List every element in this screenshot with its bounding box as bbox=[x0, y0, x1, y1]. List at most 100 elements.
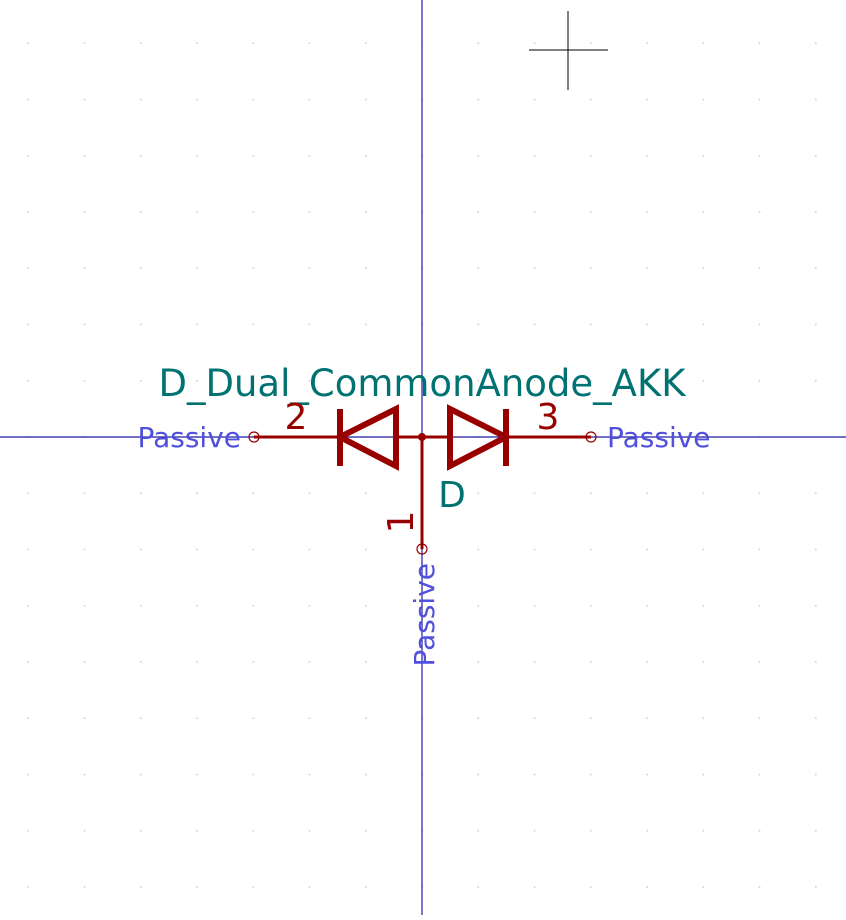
diode-body[interactable] bbox=[333, 404, 513, 471]
grid-dot bbox=[308, 548, 311, 551]
grid-dot bbox=[589, 323, 592, 326]
grid-dot bbox=[646, 211, 648, 213]
grid-dot bbox=[758, 492, 761, 495]
grid-dot bbox=[252, 492, 255, 495]
grid-dot bbox=[758, 773, 761, 776]
grid-dot bbox=[589, 661, 592, 663]
symbol-name[interactable]: D_Dual_CommonAnode_AKK bbox=[158, 362, 687, 405]
grid-dot bbox=[589, 492, 592, 495]
grid-dot bbox=[27, 323, 30, 326]
grid-dot bbox=[139, 886, 142, 888]
grid-dot bbox=[646, 717, 648, 720]
pin-2-number: 2 bbox=[285, 397, 308, 438]
grid-dot bbox=[589, 548, 592, 551]
grid-dot bbox=[139, 98, 142, 101]
grid-dot bbox=[139, 211, 142, 213]
grid-dot bbox=[27, 548, 30, 551]
grid-dot bbox=[646, 323, 648, 326]
grid-dot bbox=[814, 492, 817, 495]
grid-dot bbox=[308, 829, 311, 832]
grid-dot bbox=[814, 661, 817, 663]
grid-dot bbox=[364, 604, 367, 607]
grid-dot bbox=[83, 154, 86, 157]
grid-dot bbox=[252, 267, 255, 270]
grid-dot bbox=[702, 548, 705, 551]
grid-dot bbox=[364, 379, 367, 382]
grid-dot bbox=[477, 604, 480, 607]
grid-dot bbox=[308, 717, 311, 720]
grid-dot bbox=[252, 379, 255, 382]
grid-dot bbox=[196, 98, 198, 101]
grid-dot bbox=[139, 661, 142, 663]
grid-dot bbox=[252, 98, 255, 101]
grid-dot bbox=[702, 829, 705, 832]
pin-2-endpoint bbox=[248, 431, 260, 443]
pin-1[interactable]: 1 Passive bbox=[381, 437, 441, 667]
pin-3-endpoint bbox=[585, 431, 597, 443]
grid-dot bbox=[364, 717, 367, 720]
grid-dot bbox=[252, 661, 255, 663]
grid-dot bbox=[477, 829, 480, 832]
grid-dot bbox=[139, 829, 142, 832]
grid-dot bbox=[139, 323, 142, 326]
grid-dot bbox=[589, 42, 592, 45]
grid-dot bbox=[758, 379, 761, 382]
grid-dot bbox=[758, 717, 761, 720]
grid-dot bbox=[27, 773, 30, 776]
grid-dot bbox=[364, 548, 367, 551]
grid-dot bbox=[814, 886, 817, 888]
grid-dot bbox=[702, 492, 705, 495]
grid-dot bbox=[196, 661, 198, 663]
grid-dot bbox=[589, 154, 592, 157]
grid-dot bbox=[533, 42, 536, 45]
pin-3[interactable]: 3 Passive bbox=[506, 397, 711, 454]
grid-dot bbox=[139, 267, 142, 270]
grid-dot bbox=[252, 42, 255, 45]
grid-dot bbox=[477, 42, 480, 45]
grid-dot bbox=[27, 211, 30, 213]
pin-2-type: Passive bbox=[137, 421, 241, 454]
grid-dot bbox=[533, 154, 536, 157]
grid-dot bbox=[758, 886, 761, 888]
grid-dot bbox=[308, 267, 311, 270]
grid-dot bbox=[702, 42, 705, 45]
pin-2[interactable]: 2 Passive bbox=[137, 397, 340, 454]
reference-designator[interactable]: D bbox=[438, 475, 466, 516]
crosshair-cursor bbox=[529, 11, 608, 90]
grid-dot bbox=[533, 548, 536, 551]
grid-dot bbox=[139, 717, 142, 720]
grid-dot bbox=[589, 98, 592, 101]
grid-dot bbox=[308, 886, 311, 888]
grid-dot bbox=[702, 773, 705, 776]
grid-dot bbox=[83, 267, 86, 270]
grid-dot bbox=[533, 604, 536, 607]
grid-dot bbox=[83, 548, 86, 551]
grid-dot bbox=[364, 42, 367, 45]
grid-dot bbox=[702, 717, 705, 720]
grid-dot bbox=[589, 267, 592, 270]
grid-dot bbox=[814, 548, 817, 551]
grid-dot bbox=[83, 211, 86, 213]
grid-dot bbox=[477, 548, 480, 551]
grid-dot bbox=[702, 379, 705, 382]
grid-dot bbox=[646, 829, 648, 832]
grid-dot bbox=[196, 379, 198, 382]
grid-dot bbox=[27, 492, 30, 495]
grid-dot bbox=[646, 267, 648, 270]
grid-dot bbox=[139, 548, 142, 551]
pin-3-type: Passive bbox=[607, 421, 711, 454]
grid-dot bbox=[814, 154, 817, 157]
grid-dot bbox=[196, 154, 198, 157]
grid-dot bbox=[477, 211, 480, 213]
grid-dot bbox=[646, 42, 648, 45]
grid-dot bbox=[477, 717, 480, 720]
grid-dot bbox=[646, 379, 648, 382]
grid-dot bbox=[646, 98, 648, 101]
grid-dot bbox=[589, 604, 592, 607]
grid-dot bbox=[702, 154, 705, 157]
grid-dot bbox=[646, 773, 648, 776]
grid-dot bbox=[477, 154, 480, 157]
grid-dot bbox=[702, 211, 705, 213]
grid-dot bbox=[83, 492, 86, 495]
